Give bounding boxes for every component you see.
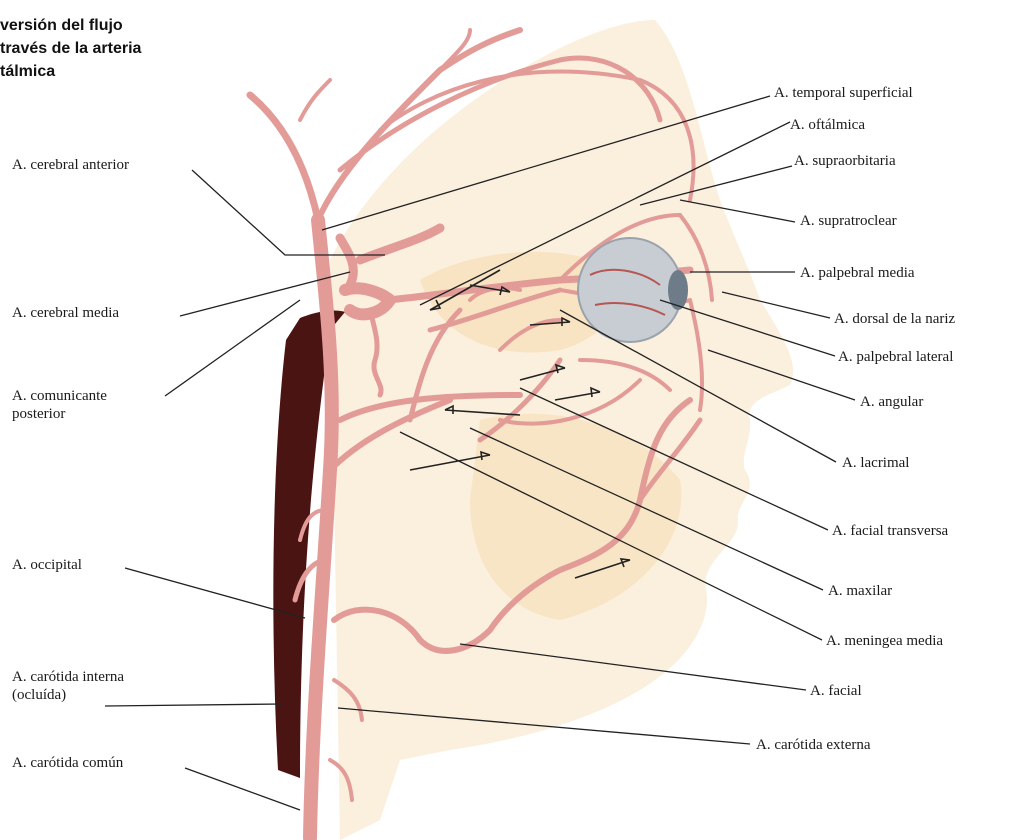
label-maxilar: A. maxilar — [828, 582, 892, 600]
label-angular: A. angular — [860, 393, 923, 411]
label-palpebral-media: A. palpebral media — [800, 264, 915, 282]
label-facial-transversa: A. facial transversa — [832, 522, 948, 540]
label-carotida-externa: A. carótida externa — [756, 736, 871, 754]
label-facial: A. facial — [810, 682, 862, 700]
main-trunk — [310, 220, 332, 838]
label-palpebral-lateral: A. palpebral lateral — [838, 348, 953, 366]
label-meningea-media: A. meningea media — [826, 632, 943, 650]
label-occipital: A. occipital — [12, 556, 82, 574]
label-carotida-interna: A. carótida interna (ocluída) — [12, 668, 124, 704]
label-supraorbitaria: A. supraorbitaria — [794, 152, 896, 170]
label-comunicante-posterior: A. comunicante posterior — [12, 387, 107, 423]
label-cerebral-media: A. cerebral media — [12, 304, 119, 322]
leader-carotida-comun — [185, 768, 300, 810]
leader-carotida-interna — [105, 704, 282, 706]
label-cerebral-anterior: A. cerebral anterior — [12, 156, 129, 174]
label-carotida-comun: A. carótida común — [12, 754, 123, 772]
temporal-superficial-vessel — [250, 95, 318, 220]
label-dorsal-nariz: A. dorsal de la nariz — [834, 310, 955, 328]
label-oftalmica: A. oftálmica — [790, 116, 865, 134]
label-lacrimal: A. lacrimal — [842, 454, 909, 472]
label-temporal-superficial: A. temporal superficial — [774, 84, 913, 102]
diagram-title: versión del flujo través de la arteria t… — [0, 14, 141, 83]
label-supratroclear: A. supratroclear — [800, 212, 897, 230]
